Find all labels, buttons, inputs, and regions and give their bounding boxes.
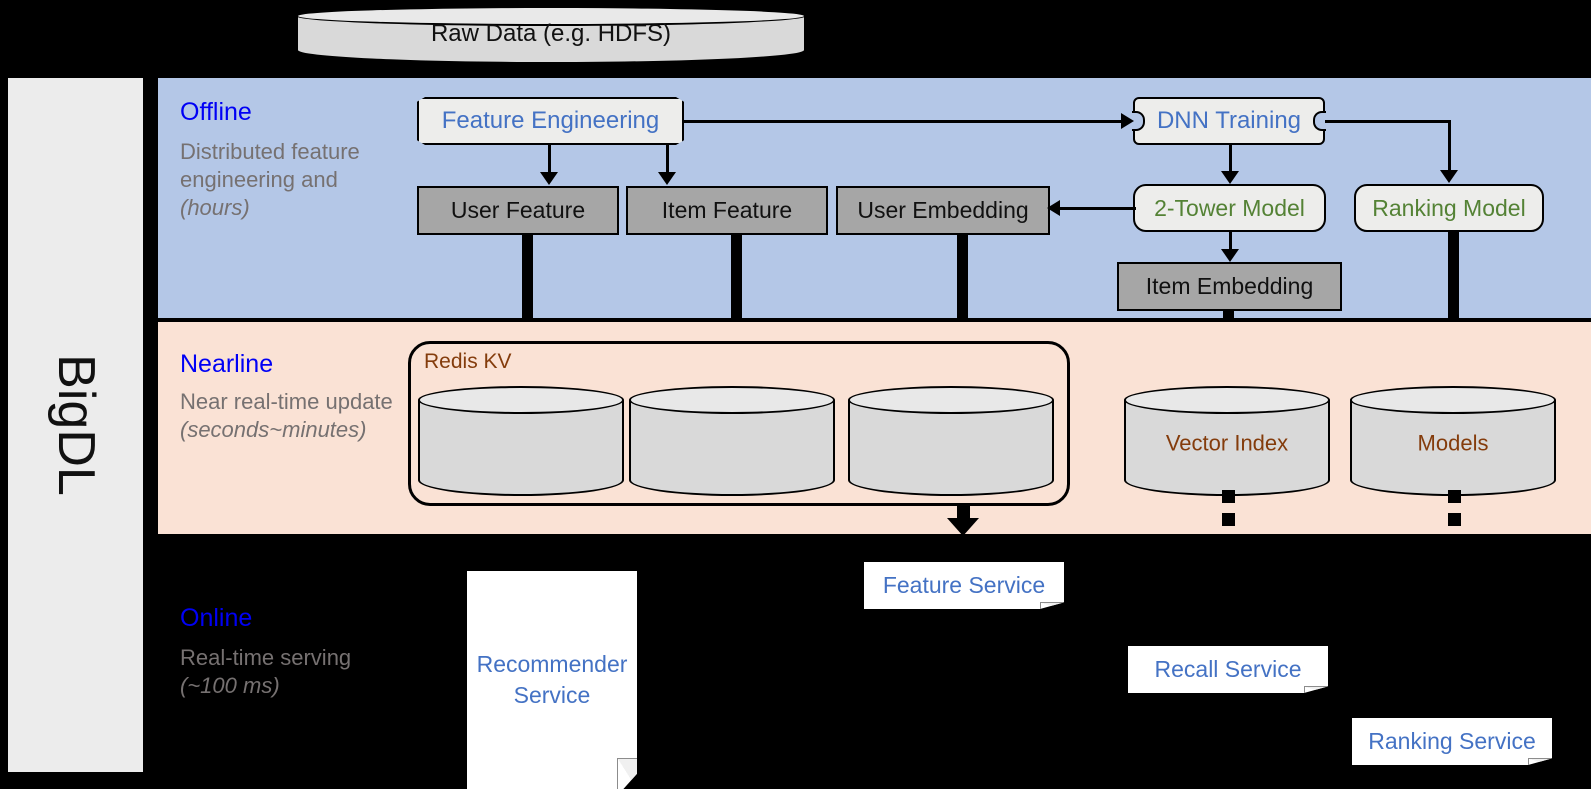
database-cylinder-icon xyxy=(848,386,1054,414)
database-cylinder-icon xyxy=(1124,386,1330,414)
feature-service-label: Feature Service xyxy=(882,572,1046,598)
feature-engineering-label: Feature Engineering xyxy=(441,107,660,134)
connector-redis-featureservice-seg xyxy=(957,506,970,519)
redis-store-user-embedding[interactable] xyxy=(848,386,1054,496)
connector-fe-itemfeature xyxy=(666,145,669,174)
offline-description-text: Distributed feature engineering and xyxy=(180,139,360,193)
arrowhead-right xyxy=(1121,113,1134,129)
dnn-training-node[interactable]: DNN Training xyxy=(1132,97,1326,145)
redis-store-user-feature[interactable] xyxy=(418,386,624,496)
database-cylinder-icon xyxy=(296,6,806,26)
nearline-description-emphasis: (seconds~minutes) xyxy=(180,417,367,443)
cylinder-body xyxy=(848,400,1054,496)
arrowhead-down xyxy=(533,62,565,80)
redis-kv-container xyxy=(408,341,1070,506)
recall-service-label: Recall Service xyxy=(1154,656,1302,682)
item-feature-node[interactable]: Item Feature xyxy=(626,186,828,235)
bigdl-framework-rail: BigDL xyxy=(8,78,143,772)
vector-index-store[interactable]: Vector Index xyxy=(1124,386,1330,496)
connector-twotower-itememb xyxy=(1229,232,1232,251)
ranking-model-label: Ranking Model xyxy=(1372,194,1526,221)
arrowhead-left xyxy=(1047,200,1060,216)
nearline-description-text: Near real-time update xyxy=(180,389,393,414)
raw-data-store: Raw Data (e.g. HDFS) xyxy=(296,6,806,64)
user-feature-label: User Feature xyxy=(450,197,586,223)
connector-vectorindex-recall-seg1 xyxy=(1222,490,1235,503)
connector-fe-userfeature xyxy=(548,145,551,174)
offline-title: Offline xyxy=(180,98,252,126)
connector-dnn-ranking-h xyxy=(1325,120,1450,123)
recommender-service-line2: Service xyxy=(513,682,591,708)
pipe-userembedding-store xyxy=(957,234,968,386)
user-embedding-label: User Embedding xyxy=(857,197,1029,223)
ranking-model-node[interactable]: Ranking Model xyxy=(1354,184,1544,232)
arrowhead-down xyxy=(1221,249,1239,262)
database-cylinder-icon xyxy=(629,386,835,414)
online-description: Real-time serving (~100 ms) xyxy=(180,644,370,700)
connector-models-ranking-seg2 xyxy=(1448,513,1461,526)
raw-data-label: Raw Data (e.g. HDFS) xyxy=(430,20,672,47)
arrowhead-down xyxy=(540,172,558,185)
models-store[interactable]: Models xyxy=(1350,386,1556,496)
models-label: Models xyxy=(1417,430,1489,456)
database-cylinder-icon xyxy=(1350,386,1556,414)
redis-store-item-feature[interactable] xyxy=(629,386,835,496)
connector-twotower-userembedding xyxy=(1058,207,1136,210)
ranking-service-label: Ranking Service xyxy=(1368,728,1536,754)
recommender-service-label: Recommender Service xyxy=(477,649,628,711)
connector-dnn-ranking-v xyxy=(1448,120,1451,172)
arrowhead-down xyxy=(1440,170,1458,183)
user-feature-node[interactable]: User Feature xyxy=(417,186,619,235)
online-description-text: Real-time serving xyxy=(180,645,352,670)
dnn-training-label: DNN Training xyxy=(1156,107,1302,134)
recommender-service-line1: Recommender xyxy=(476,650,628,677)
vector-index-label: Vector Index xyxy=(1165,430,1289,456)
database-cylinder-icon xyxy=(418,386,624,414)
connector-vectorindex-recall-seg2 xyxy=(1222,513,1235,526)
connector-fe-dnn xyxy=(684,120,1123,123)
offline-description: Distributed feature engineering and (hou… xyxy=(180,138,385,222)
item-feature-label: Item Feature xyxy=(661,197,793,223)
feature-engineering-node[interactable]: Feature Engineering xyxy=(417,97,684,145)
recommender-service-node[interactable]: Recommender Service xyxy=(467,571,637,789)
arrowhead-down xyxy=(658,172,676,185)
two-tower-model-label: 2-Tower Model xyxy=(1154,194,1305,221)
item-embedding-label: Item Embedding xyxy=(1145,273,1314,299)
bigdl-label: BigDL xyxy=(46,354,105,496)
online-title: Online xyxy=(180,604,253,632)
cylinder-body xyxy=(1124,400,1330,496)
redis-kv-label: Redis KV xyxy=(424,350,512,373)
nearline-title: Nearline xyxy=(180,350,274,378)
pipe-rankingmodel-models xyxy=(1448,231,1459,386)
recall-service-node[interactable]: Recall Service xyxy=(1128,646,1328,693)
ranking-service-node[interactable]: Ranking Service xyxy=(1352,718,1552,765)
arrowhead-down xyxy=(1221,171,1239,184)
arrowhead-down xyxy=(947,518,979,536)
cylinder-body xyxy=(629,400,835,496)
connector-dnn-twotower xyxy=(1229,145,1232,173)
pipe-itemfeature-store xyxy=(731,234,742,386)
two-tower-model-node[interactable]: 2-Tower Model xyxy=(1133,184,1326,232)
feature-service-node[interactable]: Feature Service xyxy=(864,562,1064,609)
item-embedding-node[interactable]: Item Embedding xyxy=(1117,262,1342,311)
connector-models-ranking-seg1 xyxy=(1448,490,1461,503)
cylinder-body xyxy=(418,400,624,496)
online-description-emphasis: (~100 ms) xyxy=(180,673,280,699)
pipe-userfeature-store xyxy=(522,234,533,386)
offline-description-emphasis: (hours) xyxy=(180,195,250,221)
user-embedding-node[interactable]: User Embedding xyxy=(836,186,1050,235)
nearline-description: Near real-time update (seconds~minutes) xyxy=(180,388,410,444)
